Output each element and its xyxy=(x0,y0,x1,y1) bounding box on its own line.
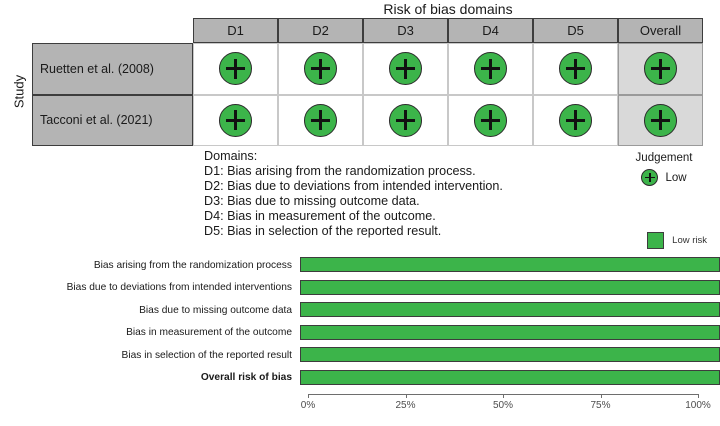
bar-fill-low-risk-d4 xyxy=(300,324,720,340)
low-risk-plus-icon xyxy=(219,52,252,86)
judgement-cell-tacconi-d2 xyxy=(278,94,363,146)
bar-label-d5: Bias in selection of the reported result xyxy=(121,349,292,361)
judgement-cell-ruetten-d3 xyxy=(363,43,448,95)
bar-track-d5 xyxy=(300,344,720,367)
study-axis-label: Study xyxy=(11,74,27,109)
risk-of-bias-summary-barchart: Low risk Bias arising from the randomiza… xyxy=(0,228,720,426)
axis-tick xyxy=(308,394,310,398)
low-risk-plus-icon xyxy=(559,103,592,137)
low-risk-plus-icon xyxy=(304,52,337,86)
bar-fill-low-risk-overall xyxy=(300,369,720,385)
low-risk-plus-icon xyxy=(219,103,252,137)
bar-row: Bias due to deviations from intended int… xyxy=(0,277,720,300)
risk-of-bias-domains-title: Risk of bias domains xyxy=(383,1,513,17)
low-risk-plus-icon xyxy=(474,103,507,137)
judgement-cell-ruetten-d1 xyxy=(193,43,278,95)
bar-row: Bias in selection of the reported result xyxy=(0,344,720,367)
axis-tick xyxy=(600,394,602,398)
axis-tick xyxy=(698,394,700,398)
bar-fill-low-risk-d1 xyxy=(300,257,720,272)
bar-label-d3: Bias due to missing outcome data xyxy=(139,304,292,316)
axis-tick xyxy=(405,394,407,398)
bar-track-d4 xyxy=(300,322,720,345)
traffic-light-plot: Risk of bias domains Study D1 D2 D3 D4 D… xyxy=(0,0,720,150)
bar-row: Bias arising from the randomization proc… xyxy=(0,254,720,277)
table-row: Tacconi et al. (2021) xyxy=(32,94,703,146)
judgement-cell-ruetten-d4 xyxy=(448,43,533,95)
judgement-key-label-low: Low xyxy=(665,171,687,184)
column-header-d3: D3 xyxy=(363,18,448,43)
domain-key-heading: Domains: xyxy=(204,149,258,163)
bar-fill-low-risk-d5 xyxy=(300,347,720,362)
low-risk-plus-icon xyxy=(559,52,592,86)
domain-key-d5: D5: Bias in selection of the reported re… xyxy=(204,224,442,239)
bar-fill-low-risk-d2 xyxy=(300,279,720,295)
judgement-key: Judgement Low xyxy=(616,152,712,186)
low-risk-plus-icon xyxy=(641,169,659,186)
axis-tick-label-100: 100% xyxy=(685,400,711,411)
axis-tick-label-75: 75% xyxy=(590,400,611,411)
bar-row: Bias due to missing outcome data xyxy=(0,299,720,322)
bar-track-overall xyxy=(300,367,720,390)
low-risk-plus-icon xyxy=(389,103,422,137)
judgement-key-item-low: Low xyxy=(616,169,712,186)
bar-rows: Bias arising from the randomization proc… xyxy=(0,254,720,389)
column-header-d4: D4 xyxy=(448,18,533,43)
bar-track-d2 xyxy=(300,277,720,300)
judgement-cell-ruetten-d5 xyxy=(533,43,618,95)
column-header-d1: D1 xyxy=(193,18,278,43)
low-risk-plus-icon xyxy=(644,52,677,86)
chart-x-axis: 0% 25% 50% 75% 100% xyxy=(301,394,711,424)
judgement-cell-ruetten-d2 xyxy=(278,43,363,95)
study-label-ruetten: Ruetten et al. (2008) xyxy=(32,43,193,95)
judgement-cell-tacconi-d1 xyxy=(193,94,278,146)
axis-tick-label-0: 0% xyxy=(300,400,316,411)
bar-row: Overall risk of bias xyxy=(0,367,720,390)
column-header-d5: D5 xyxy=(533,18,618,43)
judgement-cell-tacconi-overall xyxy=(618,94,703,146)
bar-label-d2: Bias due to deviations from intended int… xyxy=(66,282,292,294)
judgement-key-title: Judgement xyxy=(635,152,693,164)
domain-key-d2: D2: Bias due to deviations from intended… xyxy=(204,179,503,194)
column-header-overall: Overall xyxy=(618,18,703,43)
bar-track-d1 xyxy=(300,254,720,277)
bar-label-d4: Bias in measurement of the outcome xyxy=(126,327,292,339)
low-risk-plus-icon xyxy=(389,52,422,86)
axis-tick xyxy=(503,394,505,398)
low-risk-plus-icon xyxy=(304,103,337,137)
judgement-cell-ruetten-overall xyxy=(618,43,703,95)
domain-key: Domains: D1: Bias arising from the rando… xyxy=(204,149,503,240)
table-row: Ruetten et al. (2008) xyxy=(32,43,703,95)
table-header-row: D1 D2 D3 D4 D5 Overall xyxy=(32,18,703,43)
bar-label-overall: Overall risk of bias xyxy=(200,372,292,384)
chart-legend: Low risk xyxy=(647,232,707,249)
study-label-tacconi: Tacconi et al. (2021) xyxy=(32,94,193,146)
bar-label-d1: Bias arising from the randomization proc… xyxy=(93,259,292,271)
axis-tick-label-50: 50% xyxy=(492,400,513,411)
header-corner-blank xyxy=(32,18,193,43)
bar-fill-low-risk-d3 xyxy=(300,302,720,317)
legend-label-low-risk: Low risk xyxy=(672,235,707,246)
column-header-d2: D2 xyxy=(278,18,363,43)
low-risk-plus-icon xyxy=(644,103,677,137)
bar-track-d3 xyxy=(300,299,720,322)
bar-row: Bias in measurement of the outcome xyxy=(0,322,720,345)
domain-key-d4: D4: Bias in measurement of the outcome. xyxy=(204,209,436,224)
legend-swatch-low-risk xyxy=(647,232,665,249)
judgement-cell-tacconi-d3 xyxy=(363,94,448,146)
judgement-cell-tacconi-d4 xyxy=(448,94,533,146)
traffic-light-grid: D1 D2 D3 D4 D5 Overall Ruetten et al. (2… xyxy=(32,18,703,146)
axis-tick-label-25: 25% xyxy=(395,400,416,411)
domain-key-d3: D3: Bias due to missing outcome data. xyxy=(204,194,420,209)
domain-key-d1: D1: Bias arising from the randomization … xyxy=(204,164,476,179)
low-risk-plus-icon xyxy=(474,52,507,86)
judgement-cell-tacconi-d5 xyxy=(533,94,618,146)
